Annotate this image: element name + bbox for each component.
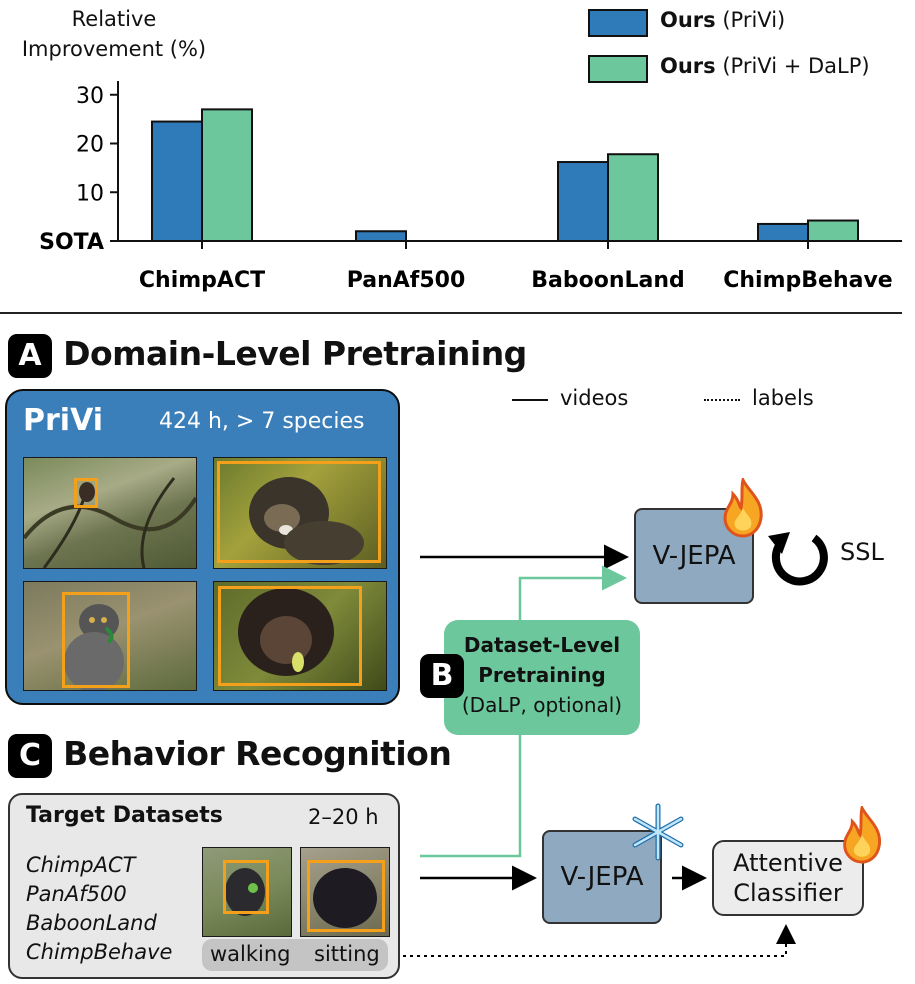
attentive-classifier-box: Attentive Classifier (712, 840, 864, 916)
privi-title: PriVi (23, 403, 104, 438)
ssl-label: SSL (840, 538, 884, 566)
bbox-marker (223, 860, 269, 914)
target-hours: 2–20 h (308, 805, 379, 829)
line-legend: videos labels (512, 386, 832, 416)
y-axis-label-line2: Improvement (%) (21, 37, 207, 61)
bar-chimpact-series-2 (201, 108, 253, 242)
arrow-labels-to-classifier (396, 924, 796, 957)
target-dataset-list: ChimpACT PanAf500 BaboonLand ChimpBehave (26, 851, 172, 967)
privi-dataset-box: PriVi 424 h, > 7 species (5, 389, 400, 705)
label-sitting: sitting (314, 942, 380, 966)
vjepa-top-label: V-JEPA (652, 541, 736, 571)
legend: Ours (PriVi) Ours (PriVi + DaLP) (588, 6, 908, 86)
walking-photo-art (225, 868, 265, 916)
lemur-photo-art (64, 604, 124, 690)
flame-icon (723, 478, 763, 538)
photo-walking-chimp (202, 847, 292, 937)
photo-forest-primate (23, 457, 197, 569)
section-divider (0, 312, 902, 314)
section-c-heading: C Behavior Recognition (8, 734, 452, 778)
legend-item-privi: Ours (PriVi) (588, 6, 908, 40)
vjepa-frozen-box: V-JEPA (542, 830, 662, 924)
forest-photo-art (24, 477, 196, 568)
legend-videos: videos (560, 386, 629, 410)
target-title: Target Datasets (26, 803, 223, 828)
classifier-line2: Classifier (733, 879, 843, 907)
sitting-photo-art (313, 868, 377, 928)
classifier-line1: Attentive (733, 849, 843, 877)
bonobo-photo-art (238, 588, 334, 676)
flame-icon (843, 806, 881, 864)
dataset-name: PanAf500 (26, 882, 127, 906)
dataset-name: ChimpBehave (26, 940, 173, 964)
legend-swatch-green (588, 55, 648, 83)
photo-monkey (213, 457, 387, 569)
section-a-badge: A (8, 334, 52, 378)
section-a-heading: A Domain-Level Pretraining (8, 334, 527, 378)
dotted-line-swatch (704, 399, 740, 401)
legend-label-bold: Ours (660, 54, 716, 78)
privi-info: 424 h, > 7 species (159, 409, 365, 434)
dataset-name: ChimpACT (26, 853, 136, 877)
photo-sitting-chimp (300, 847, 390, 937)
target-datasets-box: Target Datasets 2–20 h ChimpACT PanAf500… (8, 793, 400, 979)
legend-item-privi-dalp: Ours (PriVi + DaLP) (588, 52, 908, 86)
ssl-cycle-icon (768, 532, 828, 586)
legend-labels: labels (752, 386, 814, 410)
snowflake-icon (632, 803, 684, 861)
legend-label-rest: (PriVi + DaLP) (715, 54, 870, 78)
legend-label-bold: Ours (660, 8, 716, 32)
bbox-marker (217, 461, 381, 563)
bbox-marker (307, 860, 385, 932)
bbox-marker (62, 592, 130, 688)
y-axis-label-line1: Relative (71, 7, 157, 31)
bar-baboonland-series-1 (557, 161, 609, 242)
bbox-marker (218, 586, 362, 686)
bbox-marker (74, 478, 98, 508)
photo-lemur (23, 581, 197, 691)
section-a-title: Domain-Level Pretraining (63, 334, 527, 373)
x-tick-label: ChimpACT (139, 268, 265, 293)
section-b-badge: B (420, 654, 464, 698)
vjepa-bottom-label: V-JEPA (560, 862, 644, 892)
y-tick-label: 10 (76, 181, 104, 206)
dalp-line3: (DaLP, optional) (461, 693, 623, 717)
y-tick-label: 30 (76, 84, 104, 109)
x-tick-label: ChimpBehave (723, 268, 892, 293)
photo-bonobo (213, 581, 387, 691)
solid-line-swatch (512, 399, 548, 401)
dataset-name: BaboonLand (26, 911, 157, 935)
legend-label-rest: (PriVi) (715, 8, 786, 32)
y-tick-label: 20 (76, 133, 104, 158)
baseline-label: SOTA (39, 230, 104, 255)
legend-swatch-blue (588, 9, 648, 37)
dalp-line2: Pretraining (478, 663, 606, 687)
x-tick-label: BaboonLand (531, 268, 685, 293)
dalp-line1: Dataset-Level (463, 633, 621, 657)
section-c-title: Behavior Recognition (63, 734, 452, 773)
label-walking: walking (210, 942, 291, 966)
x-tick-label: PanAf500 (347, 268, 466, 293)
label-pill: walking sitting (202, 939, 388, 971)
dalp-box: Dataset-Level Pretraining (DaLP, optiona… (444, 620, 640, 735)
monkey-photo-art (249, 477, 364, 565)
y-axis-label: Relative Improvement (%) (0, 4, 228, 64)
section-c-badge: C (8, 734, 52, 778)
bar-baboonland-series-2 (607, 153, 659, 243)
bars-group (151, 108, 859, 243)
